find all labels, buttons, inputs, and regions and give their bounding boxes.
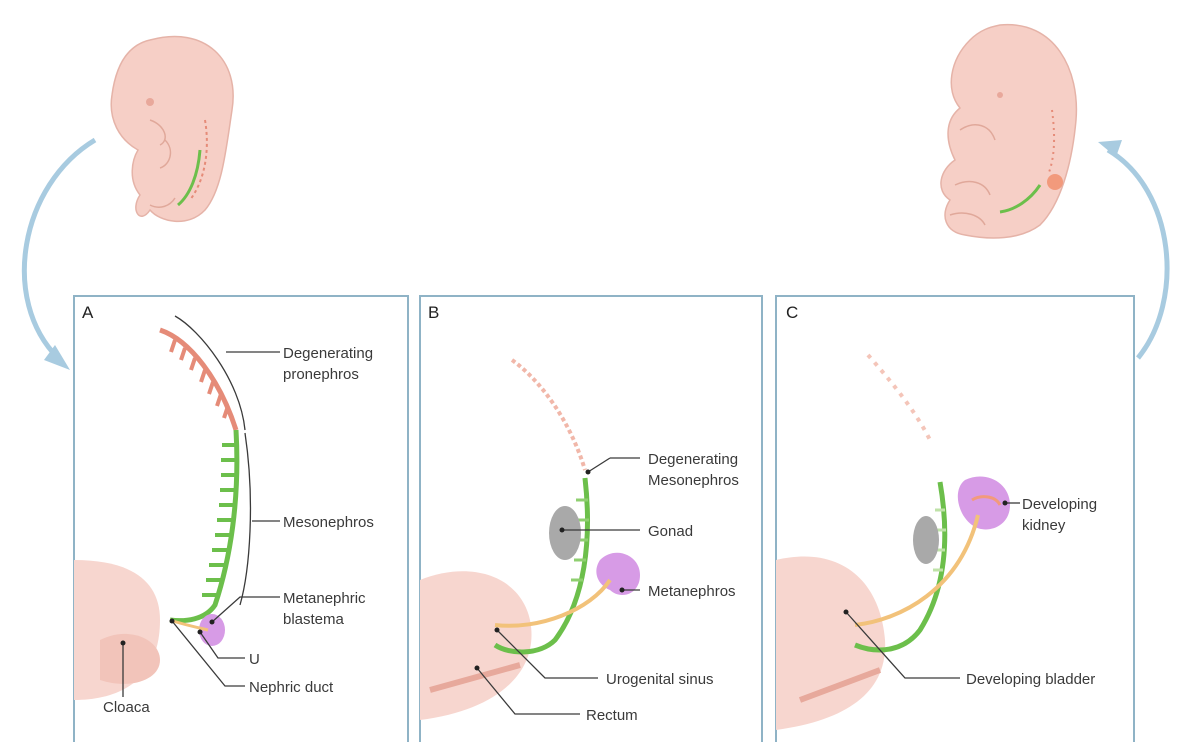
embryo-early-illustration bbox=[111, 36, 233, 221]
label-metanephros: Metanephros bbox=[648, 583, 736, 600]
gonad bbox=[549, 506, 581, 560]
label-degenerating-pronephros-2: pronephros bbox=[283, 366, 359, 383]
gonad-c bbox=[913, 516, 939, 564]
label-ureteric-bud: U bbox=[249, 651, 260, 668]
label-metanephric-blastema-2: blastema bbox=[283, 611, 345, 628]
panel-letter: A bbox=[82, 303, 94, 322]
panel-letter: B bbox=[428, 303, 439, 322]
panel-b: B Degenerating Mesonephros Gonad Metanep… bbox=[420, 296, 762, 742]
label-urogenital-sinus: Urogenital sinus bbox=[606, 671, 714, 688]
label-rectum: Rectum bbox=[586, 707, 638, 724]
label-nephric-duct: Nephric duct bbox=[249, 679, 334, 696]
label-degenerating-pronephros-1: Degenerating bbox=[283, 345, 373, 362]
label-degenerating-mesonephros-1: Degenerating bbox=[648, 451, 738, 468]
panel-a: A Degenerating pronephros Mesonephros Me… bbox=[74, 296, 408, 742]
label-degenerating-mesonephros-2: Mesonephros bbox=[648, 472, 739, 489]
panel-c: C Developing kidney Developing bladder bbox=[776, 296, 1134, 742]
label-metanephric-blastema-1: Metanephric bbox=[283, 590, 366, 607]
label-cloaca: Cloaca bbox=[103, 699, 150, 716]
label-gonad: Gonad bbox=[648, 523, 693, 540]
label-mesonephros: Mesonephros bbox=[283, 514, 374, 531]
panel-letter: C bbox=[786, 303, 798, 322]
embryo-late-illustration bbox=[941, 25, 1076, 238]
label-developing-kidney-1: Developing bbox=[1022, 496, 1097, 513]
label-developing-bladder: Developing bladder bbox=[966, 671, 1095, 688]
label-developing-kidney-2: kidney bbox=[1022, 517, 1066, 534]
